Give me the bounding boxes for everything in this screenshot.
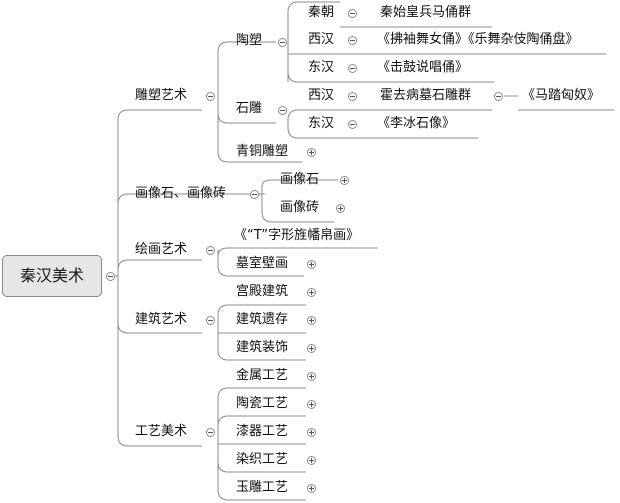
node-pottery-west-han[interactable]: 西汉 bbox=[308, 32, 335, 47]
branch-sculpture[interactable]: 雕塑艺术 bbox=[135, 88, 188, 103]
branch-architecture[interactable]: 建筑艺术 bbox=[135, 312, 188, 327]
node-stone-west-han[interactable]: 西汉 bbox=[308, 88, 335, 103]
architecture-item-expand-toggle[interactable] bbox=[307, 288, 316, 297]
stone-west-han-work-collapse-toggle[interactable] bbox=[494, 92, 503, 101]
painting-collapse-toggle[interactable] bbox=[206, 246, 215, 255]
node-tomb-murals[interactable]: 墓室壁画 bbox=[236, 256, 289, 271]
reliefs-collapse-toggle[interactable] bbox=[250, 190, 259, 199]
stone-west-han-collapse-toggle[interactable] bbox=[348, 92, 357, 101]
node-crafts-item[interactable]: 玉雕工艺 bbox=[236, 480, 289, 495]
root-collapse-toggle[interactable] bbox=[106, 272, 115, 281]
node-crafts-item[interactable]: 染织工艺 bbox=[236, 452, 289, 467]
node-relief-brick[interactable]: 画像砖 bbox=[280, 200, 320, 215]
node-stone-west-han-sub[interactable]: 《马踏匈奴》 bbox=[522, 88, 601, 103]
node-crafts-item[interactable]: 金属工艺 bbox=[236, 368, 289, 383]
branch-reliefs[interactable]: 画像石、画像砖 bbox=[135, 186, 227, 201]
crafts-item-expand-toggle[interactable] bbox=[307, 484, 316, 493]
node-pottery-qin[interactable]: 秦朝 bbox=[308, 5, 335, 20]
node-architecture-item[interactable]: 建筑装饰 bbox=[236, 340, 289, 355]
crafts-collapse-toggle[interactable] bbox=[206, 428, 215, 437]
node-pottery-qin-work[interactable]: 秦始皇兵马俑群 bbox=[380, 5, 472, 20]
crafts-item-expand-toggle[interactable] bbox=[307, 400, 316, 409]
node-pottery-east-han-work[interactable]: 《击鼓说唱俑》 bbox=[377, 60, 469, 75]
node-architecture-item[interactable]: 宫殿建筑 bbox=[236, 284, 289, 299]
pottery-west-han-collapse-toggle[interactable] bbox=[348, 36, 357, 45]
pottery-collapse-toggle[interactable] bbox=[278, 38, 287, 47]
tomb-murals-expand-toggle[interactable] bbox=[307, 260, 316, 269]
node-relief-stone[interactable]: 画像石 bbox=[280, 172, 320, 187]
architecture-item-expand-toggle[interactable] bbox=[307, 316, 316, 325]
sculpture-collapse-toggle[interactable] bbox=[206, 92, 215, 101]
node-architecture-item[interactable]: 建筑遗存 bbox=[236, 312, 289, 327]
branch-crafts[interactable]: 工艺美术 bbox=[135, 424, 188, 439]
node-stone-east-han-work[interactable]: 《李冰石像》 bbox=[377, 116, 456, 131]
relief-brick-expand-toggle[interactable] bbox=[336, 204, 345, 213]
stone-carving-collapse-toggle[interactable] bbox=[278, 106, 287, 115]
node-stone-east-han[interactable]: 东汉 bbox=[308, 116, 335, 131]
relief-stone-expand-toggle[interactable] bbox=[340, 176, 349, 185]
crafts-item-expand-toggle[interactable] bbox=[307, 456, 316, 465]
crafts-item-expand-toggle[interactable] bbox=[307, 372, 316, 381]
node-bronze-sculpture[interactable]: 青铜雕塑 bbox=[236, 144, 289, 159]
crafts-item-expand-toggle[interactable] bbox=[307, 428, 316, 437]
architecture-item-expand-toggle[interactable] bbox=[307, 344, 316, 353]
pottery-qin-collapse-toggle[interactable] bbox=[348, 9, 357, 18]
node-crafts-item[interactable]: 漆器工艺 bbox=[236, 424, 289, 439]
node-pottery[interactable]: 陶塑 bbox=[236, 33, 263, 48]
node-pottery-east-han[interactable]: 东汉 bbox=[308, 60, 335, 75]
pottery-east-han-collapse-toggle[interactable] bbox=[348, 64, 357, 73]
node-stone-west-han-work[interactable]: 霍去病墓石雕群 bbox=[380, 88, 472, 103]
node-pottery-west-han-work[interactable]: 《拂袖舞女俑》《乐舞杂伎陶俑盘》 bbox=[377, 32, 579, 47]
architecture-collapse-toggle[interactable] bbox=[206, 316, 215, 325]
branch-painting[interactable]: 绘画艺术 bbox=[135, 242, 188, 257]
bronze-sculpture-expand-toggle[interactable] bbox=[307, 148, 316, 157]
root-node[interactable]: 秦汉美术 bbox=[2, 255, 102, 297]
stone-east-han-collapse-toggle[interactable] bbox=[348, 120, 357, 129]
node-crafts-item[interactable]: 陶瓷工艺 bbox=[236, 396, 289, 411]
node-t-banner[interactable]: 《“T”字形旌幡帛画》 bbox=[234, 228, 360, 243]
node-stone-carving[interactable]: 石雕 bbox=[236, 101, 263, 116]
